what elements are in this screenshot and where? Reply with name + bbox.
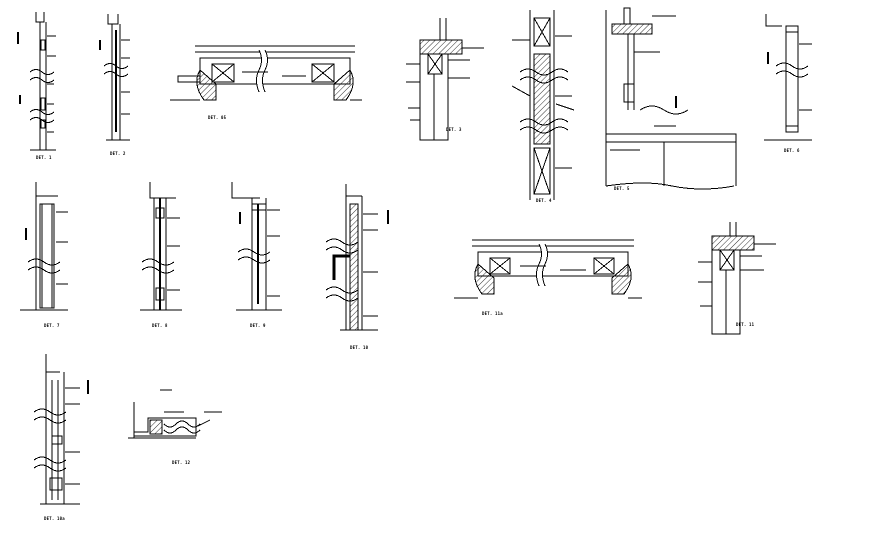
detail-label-05: DET. 05 bbox=[208, 115, 227, 120]
detail-label-1: DET. 1 bbox=[36, 155, 52, 160]
detail-label-10: DET. 10 bbox=[350, 345, 369, 350]
detail-11a-drawing bbox=[454, 239, 642, 299]
detail-11-drawing bbox=[698, 222, 776, 335]
detail-9-drawing bbox=[231, 182, 282, 311]
detail-label-11: DET. 11 bbox=[736, 322, 755, 327]
detail-12-drawing bbox=[128, 389, 222, 439]
detail-3-drawing bbox=[406, 18, 484, 141]
detail-10a-drawing bbox=[33, 354, 89, 505]
detail-label-2: DET. 2 bbox=[110, 151, 126, 156]
detail-label-11a: DET. 11a bbox=[482, 311, 503, 316]
detail-label-10a: DET. 10a bbox=[44, 516, 65, 521]
detail-6-drawing bbox=[764, 14, 812, 141]
detail-label-5: DET. 5 bbox=[614, 186, 630, 191]
detail-7-drawing bbox=[20, 182, 68, 311]
detail-label-4: DET. 4 bbox=[536, 198, 552, 203]
detail-label-7: DET. 7 bbox=[44, 323, 60, 328]
detail-label-3: DET. 3 bbox=[446, 127, 462, 132]
detail-5-drawing bbox=[605, 7, 737, 190]
detail-label-6: DET. 6 bbox=[784, 148, 800, 153]
detail-4-drawing bbox=[511, 10, 575, 200]
detail-1-drawing bbox=[17, 12, 56, 151]
detail-8-drawing bbox=[140, 182, 182, 311]
detail-label-12: DET. 12 bbox=[172, 460, 191, 465]
detail-2-drawing bbox=[99, 14, 130, 141]
detail-05-drawing bbox=[170, 45, 362, 101]
detail-label-8: DET. 8 bbox=[152, 323, 168, 328]
detail-10-drawing bbox=[325, 184, 389, 331]
detail-label-9: DET. 9 bbox=[250, 323, 266, 328]
